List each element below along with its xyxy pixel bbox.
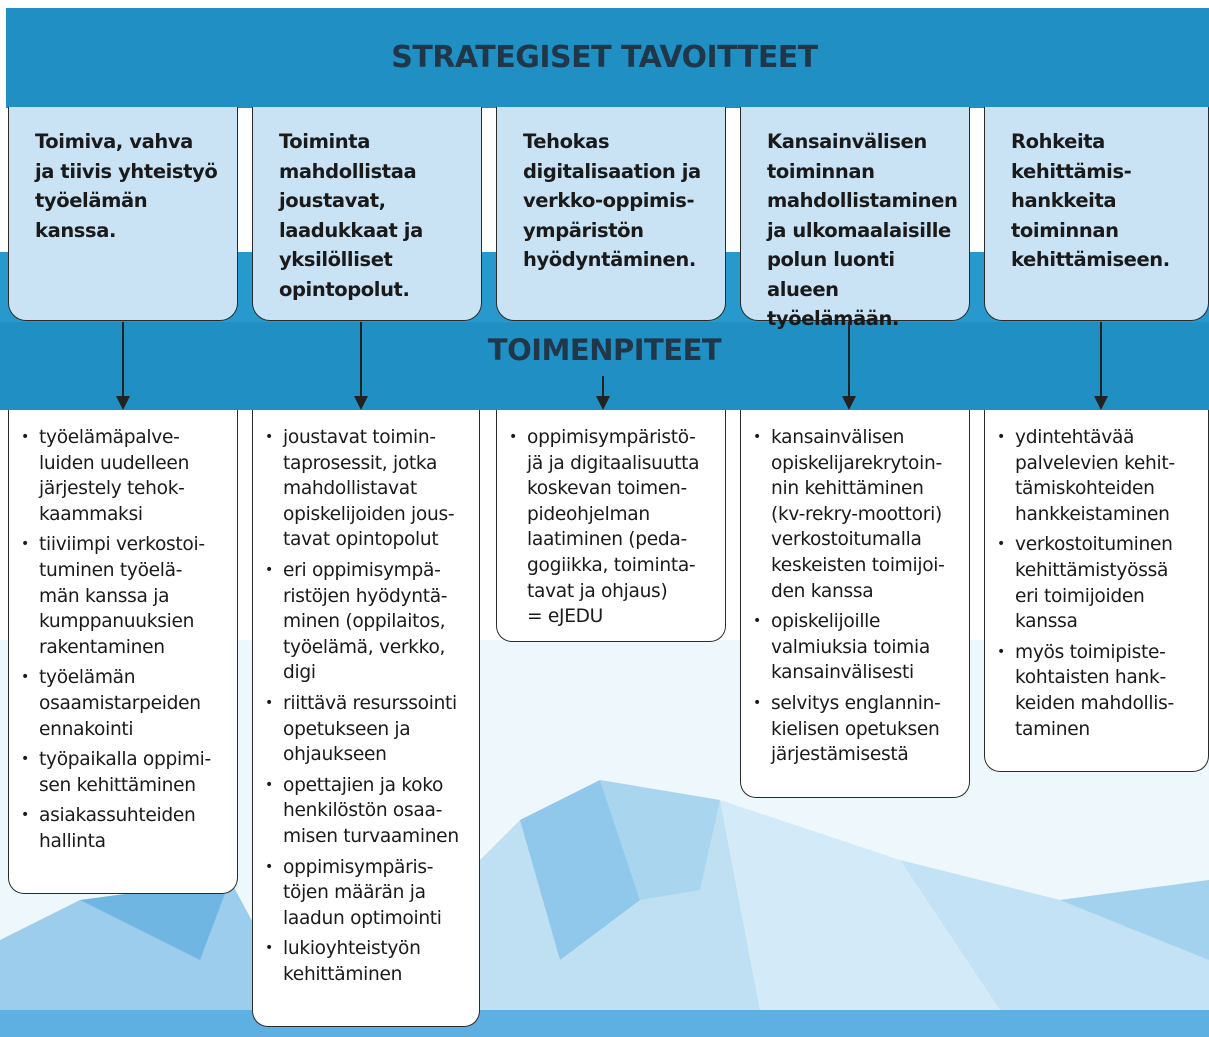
list-item: opiskelijoille valmiuksia toimia kansain… xyxy=(753,609,963,686)
list-item: ydintehtävää palvelevien kehit- tämiskoh… xyxy=(997,425,1202,527)
list-item: työelämän osaamistarpeiden ennakointi xyxy=(21,665,231,742)
measures-box-1: työelämäpalve- luiden uudelleen järjeste… xyxy=(8,410,238,894)
arrow-down-icon-4 xyxy=(842,322,856,410)
arrow-down-icon-1 xyxy=(116,322,130,410)
list-item: asiakassuhteiden hallinta xyxy=(21,803,231,854)
goal-text-1: Toimiva, vahva ja tiivis yhteistyö työel… xyxy=(35,130,218,242)
measures-box-3: oppimisympäristö- jä ja digitaalisuutta … xyxy=(496,410,726,642)
arrow-down-icon-3 xyxy=(596,376,610,410)
goal-text-4: Kansainvälisen toiminnan mahdollistamine… xyxy=(767,130,958,330)
measures-list-5: ydintehtävää palvelevien kehit- tämiskoh… xyxy=(997,425,1202,742)
strategic-goals-title: STRATEGISET TAVOITTEET xyxy=(391,40,818,75)
measures-list-3: oppimisympäristö- jä ja digitaalisuutta … xyxy=(509,425,719,630)
goal-text-3: Tehokas digitalisaation ja verkko-oppimi… xyxy=(523,130,701,271)
measures-list-1: työelämäpalve- luiden uudelleen järjeste… xyxy=(21,425,231,855)
goal-box-4: Kansainvälisen toiminnan mahdollistamine… xyxy=(740,107,970,330)
list-item: kansainvälisen opiskelijarekrytoin- nin … xyxy=(753,425,963,604)
list-item: tiiviimpi verkostoi- tuminen työelä- män… xyxy=(21,532,231,660)
goal-text-5: Rohkeita kehittämis- hankkeita toiminnan… xyxy=(1011,130,1170,271)
goal-box-2: Toiminta mahdollistaa joustavat, laadukk… xyxy=(252,107,482,321)
list-item: selvitys englannin- kielisen opetuksen j… xyxy=(753,691,963,768)
list-item: lukioyhteistyön kehittäminen xyxy=(265,936,473,987)
measures-list-2: joustavat toimin- taprosessit, jotka mah… xyxy=(265,425,473,987)
list-item: työelämäpalve- luiden uudelleen järjeste… xyxy=(21,425,231,527)
goal-box-1: Toimiva, vahva ja tiivis yhteistyö työel… xyxy=(8,107,238,321)
measures-box-5: ydintehtävää palvelevien kehit- tämiskoh… xyxy=(984,410,1209,772)
measures-box-4: kansainvälisen opiskelijarekrytoin- nin … xyxy=(740,410,970,798)
list-item: eri oppimisympä- ristöjen hyödyntä- mine… xyxy=(265,558,473,686)
list-item: verkostoituminen kehittämistyössä eri to… xyxy=(997,532,1202,634)
goal-box-3: Tehokas digitalisaation ja verkko-oppimi… xyxy=(496,107,726,321)
list-item: työpaikalla oppimi- sen kehittäminen xyxy=(21,747,231,798)
list-item: riittävä resurssointi opetukseen ja ohja… xyxy=(265,691,473,768)
list-item: opettajien ja koko henkilöstön osaa- mis… xyxy=(265,773,473,850)
goal-text-2: Toiminta mahdollistaa joustavat, laadukk… xyxy=(279,130,423,301)
measures-list-4: kansainvälisen opiskelijarekrytoin- nin … xyxy=(753,425,963,768)
goal-box-5: Rohkeita kehittämis- hankkeita toiminnan… xyxy=(984,107,1209,321)
list-item: oppimisympäris- töjen määrän ja laadun o… xyxy=(265,855,473,932)
arrow-down-icon-2 xyxy=(354,322,368,410)
list-item: myös toimipiste- kohtaisten hank- keiden… xyxy=(997,640,1202,742)
arrow-down-icon-5 xyxy=(1094,322,1108,410)
measures-box-2: joustavat toimin- taprosessit, jotka mah… xyxy=(252,410,480,1027)
measures-title: TOIMENPITEET xyxy=(487,333,722,367)
list-item: oppimisympäristö- jä ja digitaalisuutta … xyxy=(509,425,719,630)
list-item: joustavat toimin- taprosessit, jotka mah… xyxy=(265,425,473,553)
